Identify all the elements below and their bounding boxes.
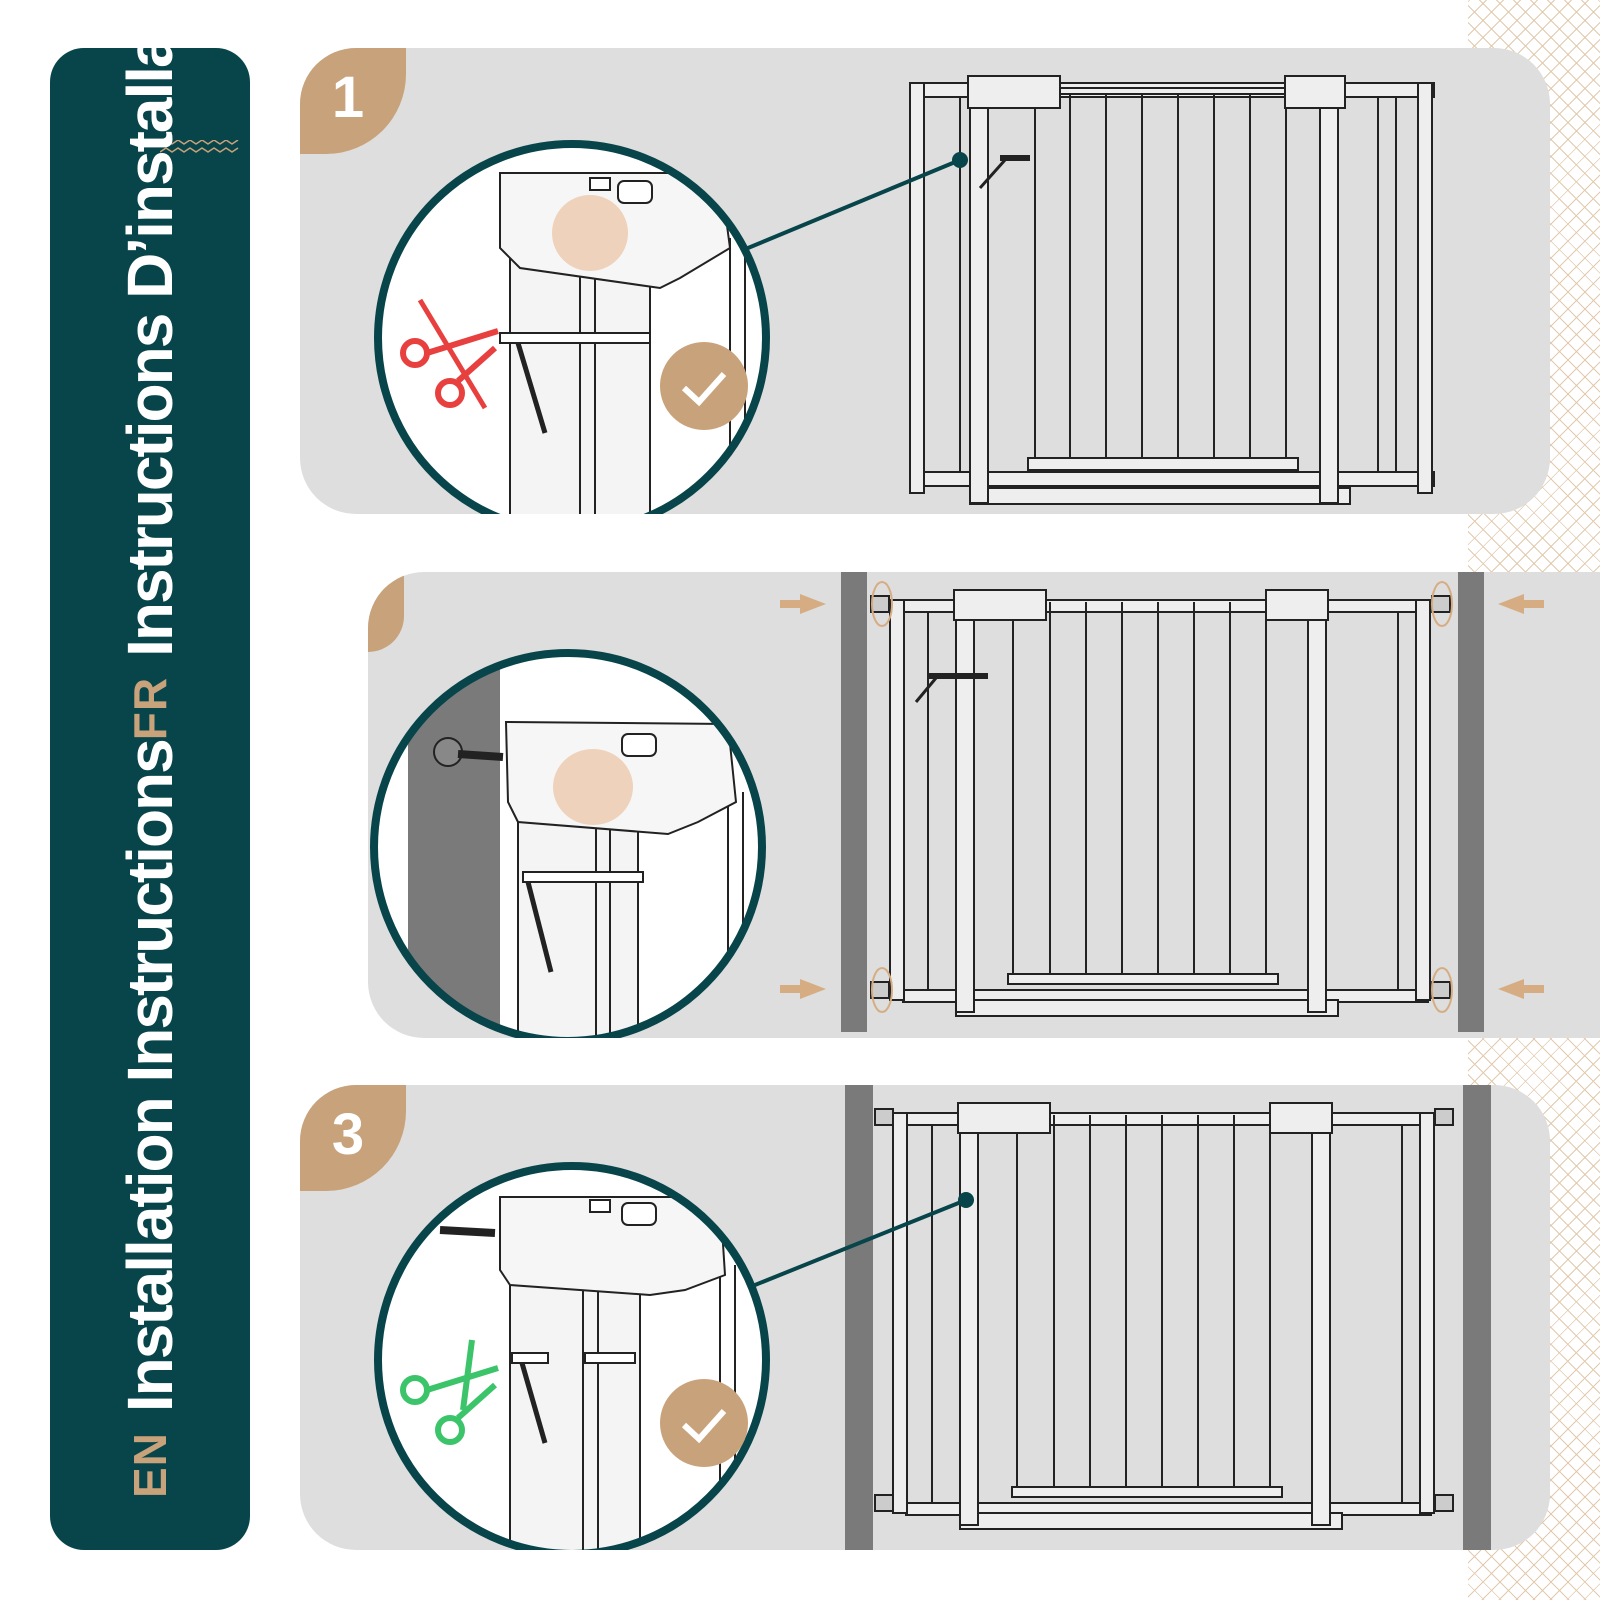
scissors-icon xyxy=(400,1339,499,1445)
step-2-panel xyxy=(368,572,1600,1038)
en-title: Installation Instructions xyxy=(114,740,186,1413)
checkmark-icon xyxy=(660,342,748,430)
step-2-illustration xyxy=(370,572,1544,1038)
zigzag-icon xyxy=(160,140,239,153)
scissors-crossed-icon xyxy=(400,298,499,410)
arrow-icon xyxy=(780,594,1544,999)
en-language-code: EN xyxy=(124,1432,176,1498)
checkmark-icon xyxy=(660,1379,748,1467)
step-1-illustration xyxy=(374,75,1435,514)
gate-drawing xyxy=(909,75,1435,505)
fr-title: Instructions D’installation xyxy=(114,48,186,657)
detail-circle xyxy=(374,140,770,514)
step-3-panel: 3 xyxy=(300,1085,1550,1550)
detail-circle xyxy=(370,649,766,1038)
sidebar-title: EN Installation Instructions FR Instruct… xyxy=(70,48,230,1498)
detail-circle xyxy=(374,1162,770,1550)
step-1-panel: 1 xyxy=(300,48,1550,514)
sidebar: EN Installation Instructions FR Instruct… xyxy=(50,48,250,1550)
step-3-illustration xyxy=(374,1085,1491,1550)
fr-language-code: FR xyxy=(124,676,176,741)
